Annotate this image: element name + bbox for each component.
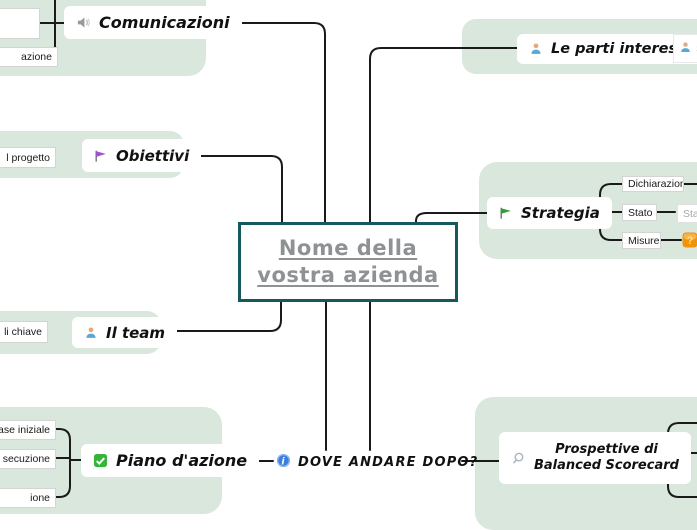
subnode-comunicazioni-bottom[interactable]: azione bbox=[0, 47, 58, 67]
subnode-label: Misure bbox=[628, 235, 660, 247]
person-icon bbox=[679, 41, 692, 57]
node-il-team[interactable]: Il team bbox=[72, 317, 177, 348]
node-le-parti[interactable]: Le parti interessate bbox=[517, 34, 697, 64]
subnode-strategia-dichiarazioni[interactable]: Dichiarazioni bbox=[622, 176, 684, 192]
placeholder-text: Stat bbox=[683, 208, 697, 220]
connector-comunicazioni-center bbox=[201, 23, 325, 222]
node-piano-azione-label: Piano d'azione bbox=[116, 451, 247, 470]
subnode-label: Stato bbox=[628, 207, 653, 219]
subnode-label: l progetto bbox=[6, 152, 50, 164]
check-icon bbox=[93, 453, 108, 468]
subnode-label: ione bbox=[30, 492, 50, 504]
node-prospettive[interactable]: Prospettive di Balanced Scorecard bbox=[499, 432, 691, 484]
subnode-leparti-child[interactable]: S bbox=[673, 34, 697, 63]
subnode-strategia-misure[interactable]: Misure bbox=[622, 232, 661, 249]
magnifier-icon bbox=[511, 451, 526, 466]
node-obiettivi[interactable]: Obiettivi bbox=[82, 139, 201, 172]
node-dove-andare-label: DOVE ANDARE DOPO? bbox=[298, 455, 478, 470]
purple-flag-icon bbox=[94, 149, 108, 163]
question-icon[interactable]: ? bbox=[682, 232, 697, 253]
node-prospettive-line1: Prospettive di bbox=[555, 442, 658, 458]
node-dove-andare[interactable]: i DOVE ANDARE DOPO? bbox=[276, 452, 478, 472]
node-prospettive-line2: Balanced Scorecard bbox=[534, 458, 679, 474]
node-strategia-label: Strategia bbox=[521, 204, 600, 222]
green-flag-icon bbox=[499, 206, 513, 220]
subnode-label: li chiave bbox=[4, 326, 42, 338]
subnode-piano-fase-iniziale[interactable]: ase iniziale bbox=[0, 420, 56, 440]
subnode-label: Dichiarazioni bbox=[628, 178, 684, 190]
central-title-line1: Nome della bbox=[279, 235, 417, 262]
node-il-team-label: Il team bbox=[106, 324, 165, 342]
subnode-comunicazioni-top[interactable] bbox=[0, 8, 40, 39]
central-title-line2: vostra azienda bbox=[257, 262, 438, 289]
subnode-ilteam-chiave[interactable]: li chiave bbox=[0, 321, 48, 343]
subnode-stato-placeholder[interactable]: Stat bbox=[677, 204, 697, 223]
subnode-label: secuzione bbox=[3, 453, 50, 465]
connector-strategia-center bbox=[416, 213, 487, 222]
node-obiettivi-label: Obiettivi bbox=[116, 147, 189, 165]
node-comunicazioni-label: Comunicazioni bbox=[99, 13, 230, 32]
subnode-strategia-stato[interactable]: Stato bbox=[622, 204, 657, 221]
subnode-label: azione bbox=[21, 51, 52, 63]
central-node[interactable]: Nome della vostra azienda bbox=[238, 222, 458, 302]
connector-leparti-center bbox=[370, 48, 517, 222]
subnode-obiettivi-progetto[interactable]: l progetto bbox=[0, 147, 56, 168]
info-icon: i bbox=[276, 453, 291, 472]
subnode-label: ase iniziale bbox=[0, 424, 50, 436]
svg-text:?: ? bbox=[687, 235, 694, 247]
person-icon bbox=[84, 326, 98, 340]
node-strategia[interactable]: Strategia bbox=[487, 197, 612, 229]
speaker-icon bbox=[76, 15, 91, 30]
node-comunicazioni[interactable]: Comunicazioni bbox=[64, 6, 242, 39]
node-piano-azione[interactable]: Piano d'azione bbox=[81, 444, 259, 477]
subnode-piano-esecuzione[interactable]: secuzione bbox=[0, 449, 56, 469]
person-icon bbox=[529, 42, 543, 56]
subnode-piano-conclusione[interactable]: ione bbox=[0, 488, 56, 508]
svg-text:i: i bbox=[281, 456, 285, 467]
